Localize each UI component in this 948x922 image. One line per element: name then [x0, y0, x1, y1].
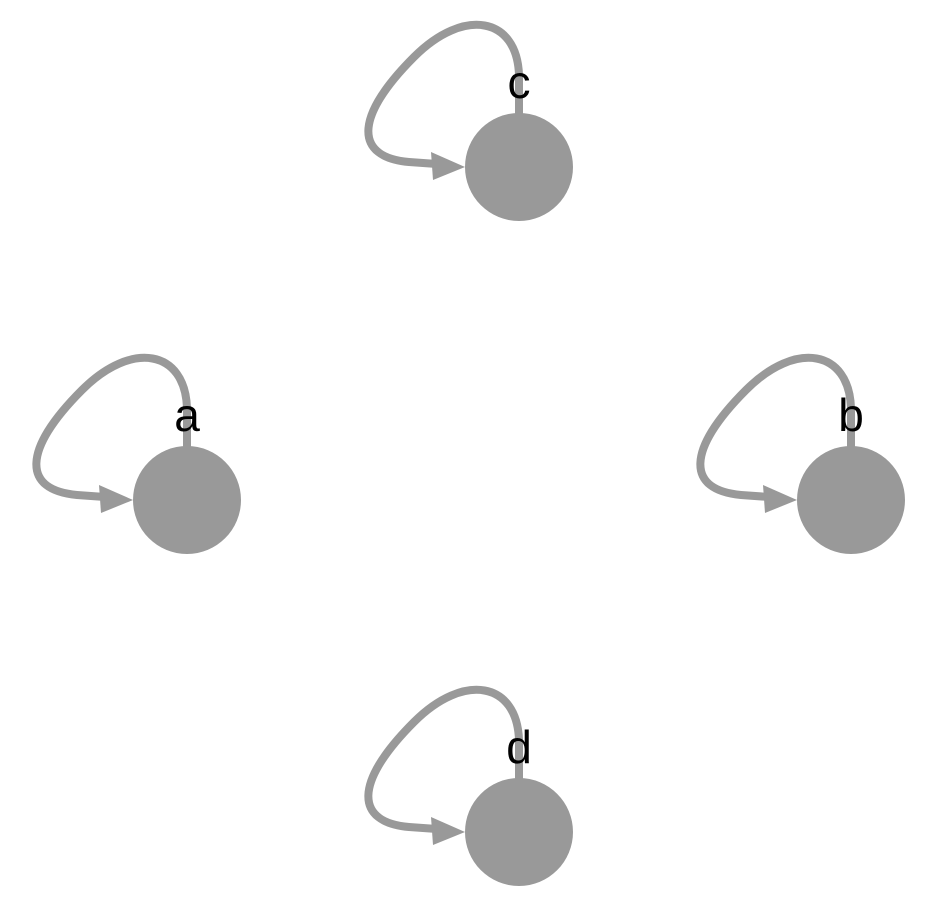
self-loop-edge-c: [364, 20, 523, 168]
node-a[interactable]: [133, 446, 241, 554]
arrowhead-a: [99, 485, 133, 513]
node-c[interactable]: [465, 113, 573, 221]
self-loop-edge-b: [696, 353, 855, 501]
node-label-b: b: [838, 389, 864, 441]
node-d[interactable]: [465, 778, 573, 886]
node-label-c: c: [508, 56, 531, 108]
node-label-d: d: [506, 721, 532, 773]
edges-layer: [32, 20, 855, 845]
labels-layer: c a b d: [174, 56, 864, 773]
arrowhead-b: [763, 485, 797, 513]
arrowhead-d: [431, 817, 465, 845]
node-b[interactable]: [797, 446, 905, 554]
self-loop-edge-a: [32, 353, 191, 501]
nodes-layer: [133, 113, 905, 886]
node-label-a: a: [174, 389, 200, 441]
arrowhead-c: [431, 152, 465, 180]
self-loop-edge-d: [364, 685, 523, 833]
